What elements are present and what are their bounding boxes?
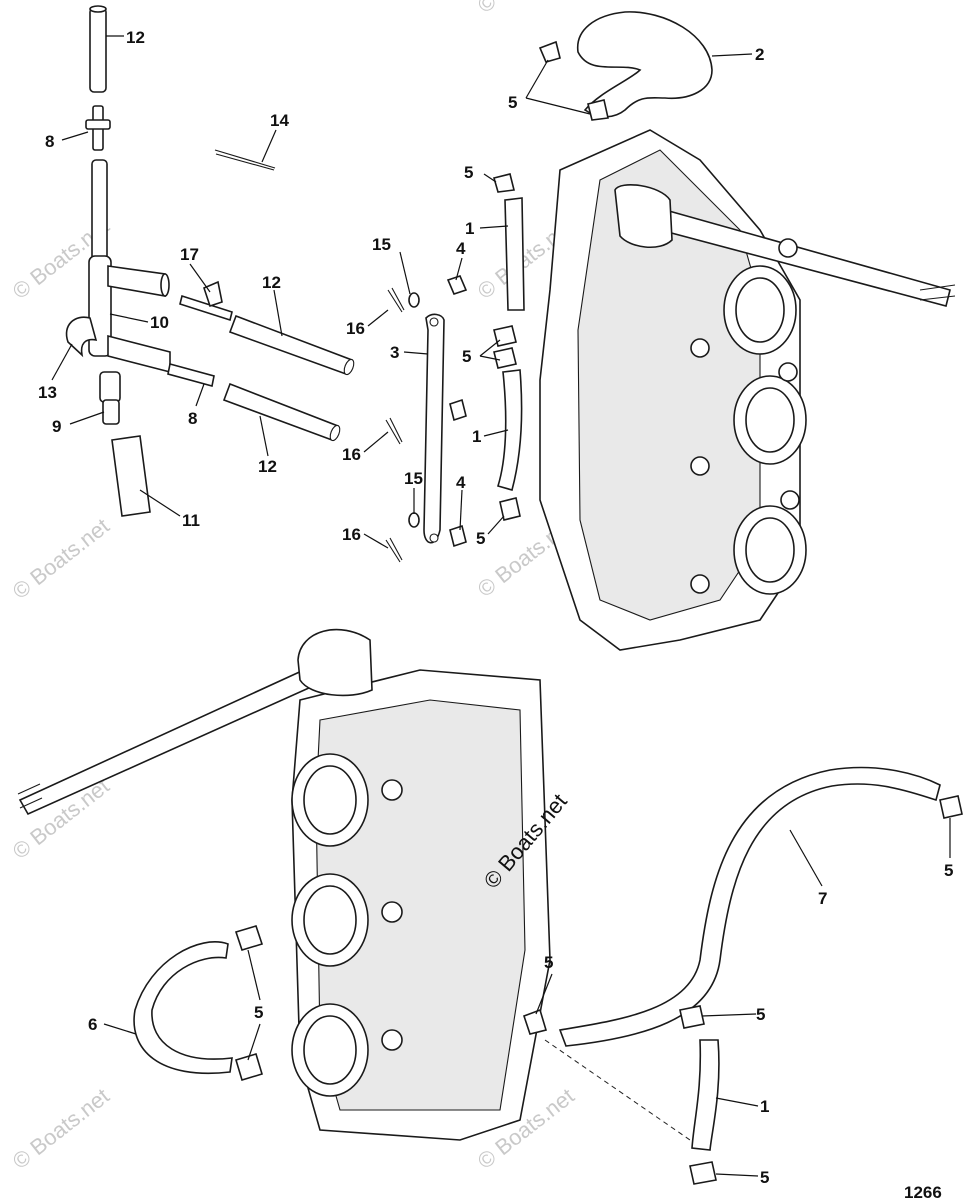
clamp-5 <box>493 173 515 193</box>
link-rod-assembly <box>385 275 468 563</box>
callout-13: 13 <box>38 383 57 402</box>
hose-2 <box>577 11 713 118</box>
clamp-5 <box>587 99 609 121</box>
clamp-5 <box>689 1161 717 1185</box>
callout-16: 16 <box>342 525 361 544</box>
cotter-pin-14 <box>214 149 276 171</box>
watermark-faint: © Boats.net <box>8 1083 114 1174</box>
callout-15: 15 <box>404 469 423 488</box>
callout-8: 8 <box>45 132 54 151</box>
clamp-5 <box>493 325 517 347</box>
callout-4: 4 <box>456 239 466 258</box>
callout-5: 5 <box>944 861 953 880</box>
callout-1: 1 <box>760 1097 769 1116</box>
callout-5: 5 <box>760 1168 769 1187</box>
hose-11 <box>111 435 151 517</box>
clamp-5 <box>234 925 264 951</box>
hose-12-low <box>222 382 340 442</box>
hose-12-top <box>89 7 107 93</box>
clamp-5 <box>939 795 963 819</box>
clamp-5 <box>538 40 561 63</box>
link-rod-3 <box>423 313 445 544</box>
callout-12: 12 <box>262 273 281 292</box>
clamp-5 <box>493 347 517 369</box>
clamp-5 <box>679 1005 705 1029</box>
callout-17: 17 <box>180 245 199 264</box>
hose-7-braided <box>558 766 941 1047</box>
callout-2: 2 <box>755 45 764 64</box>
tube-10 <box>91 159 108 261</box>
callout-11: 11 <box>182 511 200 530</box>
callout-5: 5 <box>508 93 517 112</box>
clip-16-bottom <box>385 537 403 563</box>
callout-7: 7 <box>818 889 827 908</box>
washer-15-top <box>408 292 420 308</box>
callout-1: 1 <box>472 427 481 446</box>
tee-17 <box>179 294 233 322</box>
callout-12: 12 <box>258 457 277 476</box>
fastener-4-bottom <box>449 524 467 548</box>
callout-12: 12 <box>126 28 145 47</box>
callout-6: 6 <box>88 1015 97 1034</box>
callout-15: 15 <box>372 235 391 254</box>
tee-8-mid <box>167 363 215 387</box>
fitting-9 <box>99 371 121 403</box>
callout-9: 9 <box>52 417 61 436</box>
hose-1-upper-a <box>504 197 525 311</box>
callout-16: 16 <box>346 319 365 338</box>
hose-1-upper-b <box>496 369 523 491</box>
watermark-faint: © Boats.net <box>8 513 114 604</box>
alignment-line <box>544 1039 691 1141</box>
callout-5: 5 <box>462 347 471 366</box>
callout-labels: 12 2 5 8 14 5 1 17 12 15 4 10 16 3 5 13 … <box>38 28 953 1187</box>
callout-1: 1 <box>465 219 474 238</box>
clip-16-top <box>387 287 405 313</box>
fastener-4-mid <box>449 398 467 422</box>
callout-5: 5 <box>544 953 553 972</box>
watermark-faint: © Boats.net <box>473 0 579 18</box>
clamp-5 <box>522 1008 548 1035</box>
callout-5: 5 <box>254 1003 263 1022</box>
hose-6 <box>133 941 233 1074</box>
callout-5: 5 <box>464 163 473 182</box>
callout-8: 8 <box>188 409 197 428</box>
leader-lines <box>51 35 951 1177</box>
fastener-4-top <box>446 275 468 295</box>
callout-3: 3 <box>390 343 399 362</box>
callout-4: 4 <box>456 473 466 492</box>
upper-carburetor-assembly <box>493 11 956 651</box>
callout-14: 14 <box>270 111 289 130</box>
hose-1-lower <box>691 1039 720 1151</box>
callout-16: 16 <box>342 445 361 464</box>
hose-12-mid <box>228 314 354 376</box>
clip-13 <box>65 316 98 358</box>
figure-number: 1266 <box>904 1183 942 1200</box>
callout-10: 10 <box>150 313 169 332</box>
lower-carburetor-assembly <box>17 628 963 1185</box>
left-fitting-assembly <box>65 5 355 517</box>
callout-5: 5 <box>476 529 485 548</box>
washer-15-bottom <box>408 512 420 528</box>
clip-16-mid <box>385 417 403 445</box>
callout-5: 5 <box>756 1005 765 1024</box>
clamp-5 <box>499 497 521 521</box>
